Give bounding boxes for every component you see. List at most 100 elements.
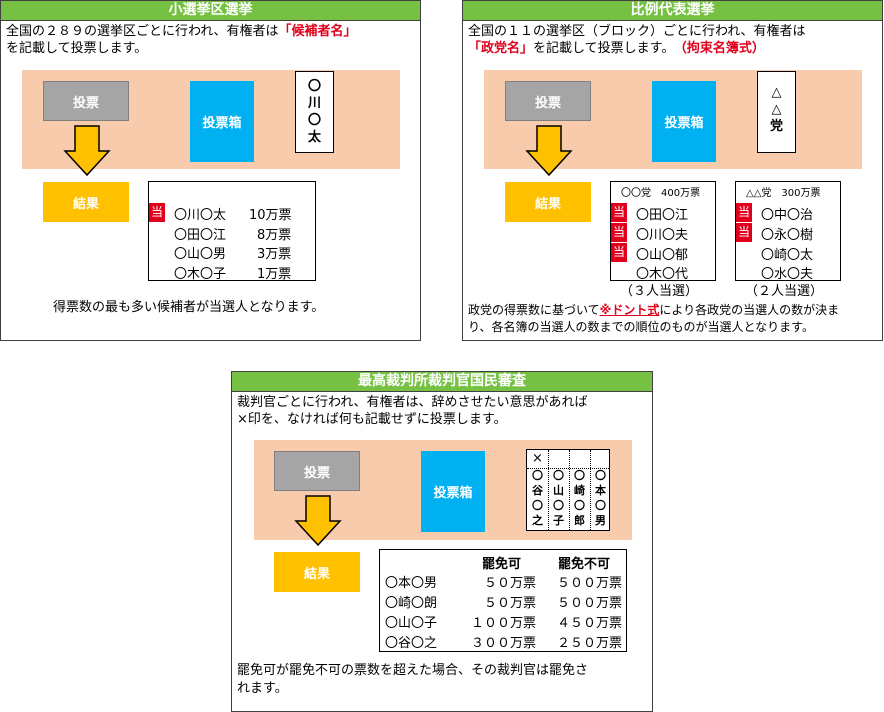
dismiss-votes: ５０万票 <box>483 576 536 591</box>
ballot-box: 投票箱 <box>421 451 485 532</box>
result-box: 結果 <box>505 182 591 222</box>
party-member: 〇崎〇太 <box>761 248 814 263</box>
single-member-footer: 得票数の最も多い候補者が当選人となります。 <box>53 300 325 315</box>
ballot-char: 郎 <box>574 514 585 527</box>
winner-badge: 当 <box>736 223 752 242</box>
result-box: 結果 <box>43 182 129 222</box>
dismiss-votes: ３００万票 <box>470 636 536 651</box>
winner-badge: 当 <box>611 243 627 262</box>
candidate-name: 〇山〇男 <box>174 247 227 262</box>
judge-name: 〇谷〇之 <box>385 636 438 651</box>
keep-votes: ５００万票 <box>556 576 622 591</box>
ballot-char: 〇 <box>553 469 564 482</box>
ballot-char: 本 <box>595 484 606 497</box>
dismiss-votes: ５０万票 <box>483 596 536 611</box>
pr-footer-line2: り、各名簿の当選人の数までの順位のものが当選人となります。 <box>468 320 814 334</box>
single-results-table: 当 〇川〇太 10万票 〇田〇江 8万票 〇山〇男 3万票 〇木〇子 1万票 <box>148 181 316 282</box>
winner-badge: 当 <box>736 203 752 222</box>
ballot-char: 党 <box>769 119 783 134</box>
ballot-char: 川 <box>307 96 321 111</box>
party-member: 〇中〇治 <box>761 208 814 223</box>
ballot-char: 〇 <box>553 499 564 512</box>
vote-box: 投票 <box>505 81 591 121</box>
ballot-column: 〇 本 〇 男 <box>590 450 611 528</box>
ballot-char: 之 <box>532 514 543 527</box>
pr-panel: 比例代表選挙 全国の１１の選挙区（ブロック）ごとに行われ、有権者は 「政党名」を… <box>462 0 883 341</box>
candidate-votes: 3万票 <box>257 247 292 262</box>
ballot-box: 投票箱 <box>190 81 254 162</box>
judge-name: 〇山〇子 <box>385 616 438 631</box>
party-results-list: △△党 300万票 当 当 〇中〇治 〇永〇樹 〇崎〇太 〇水〇夫 <box>735 181 841 282</box>
ballot-char: 〇 <box>595 469 606 482</box>
down-arrow-icon <box>63 125 111 177</box>
party-member: 〇川〇夫 <box>636 228 689 243</box>
ballot-char: 〇 <box>532 469 543 482</box>
party-header: △△党 300万票 <box>746 188 821 199</box>
pr-footer-line1: 政党の得票数に基づいて※ドント式により各政党の当選人の数が決ま <box>468 303 840 317</box>
ballot-char: 谷 <box>532 484 543 497</box>
dismiss-mark <box>569 450 590 468</box>
dismiss-mark <box>590 450 611 468</box>
ballot-char: 〇 <box>574 499 585 512</box>
single-member-title: 小選挙区選挙 <box>1 1 420 21</box>
ballot-char: 子 <box>553 514 564 527</box>
single-member-desc-line1: 全国の２８９の選挙区ごとに行われ、有権者は「候補者名」 <box>6 24 357 39</box>
party-header: 〇〇党 400万票 <box>621 188 701 199</box>
judicial-review-panel: 最高裁判所裁判官国民審査 裁判官ごとに行われ、有権者は、辞めさせたい意思があれば… <box>231 371 653 712</box>
ballot-char: 太 <box>307 130 321 145</box>
down-arrow-icon <box>525 125 573 177</box>
col-header-dismiss: 罷免可 <box>482 557 522 572</box>
candidate-name: 〇木〇子 <box>174 267 227 282</box>
party-member: 〇田〇江 <box>636 208 689 223</box>
ballot-box: 投票箱 <box>652 81 716 162</box>
pr-desc-line2: 「政党名」を記載して投票します。（拘束名簿式） <box>468 41 765 56</box>
col-header-keep: 罷免不可 <box>558 557 611 572</box>
ballot-column-divider <box>548 450 549 530</box>
candidate-votes: 10万票 <box>249 208 292 223</box>
down-arrow-icon <box>294 495 342 547</box>
judicial-review-title: 最高裁判所裁判官国民審査 <box>232 372 652 392</box>
result-box: 結果 <box>274 552 360 592</box>
candidate-ballot: 〇 川 〇 太 <box>295 71 334 153</box>
judicial-review-footer-line2: れます。 <box>237 681 288 696</box>
keep-votes: ４５０万票 <box>556 616 622 631</box>
party-member: 〇山〇郁 <box>636 248 689 263</box>
ballot-column-divider <box>590 450 591 530</box>
review-ballot: × 〇 谷 〇 之 〇 山 〇 子 〇 崎 〇 郎 〇 本 〇 男 <box>526 449 610 531</box>
ballot-column-divider <box>569 450 570 530</box>
ballot-char: 山 <box>553 484 564 497</box>
party-member: 〇永〇樹 <box>761 228 814 243</box>
party-caption: （３人当選） <box>620 284 699 299</box>
judicial-review-desc-line1: 裁判官ごとに行われ、有権者は、辞めさせたい意思があれば <box>237 395 588 410</box>
party-member: 〇木〇代 <box>636 267 689 282</box>
single-member-desc-line2: を記載して投票します。 <box>6 41 148 56</box>
ballot-char: 〇 <box>532 499 543 512</box>
pr-title: 比例代表選挙 <box>463 1 882 21</box>
single-member-panel: 小選挙区選挙 全国の２８９の選挙区ごとに行われ、有権者は「候補者名」 を記載して… <box>0 0 421 341</box>
review-results-table: 罷免可 罷免不可 〇本〇男 ５０万票 ５００万票 〇崎〇朗 ５０万票 ５００万票… <box>379 549 627 652</box>
ballot-char: 〇 <box>574 469 585 482</box>
ballot-column: × 〇 谷 〇 之 <box>527 450 548 528</box>
vote-box: 投票 <box>43 81 129 121</box>
ballot-char: 〇 <box>307 113 321 128</box>
keep-votes: ２５０万票 <box>556 636 622 651</box>
party-results-list: 〇〇党 400万票 当 当 当 〇田〇江 〇川〇夫 〇山〇郁 〇木〇代 <box>610 181 716 282</box>
ballot-char: 〇 <box>595 499 606 512</box>
candidate-votes: 1万票 <box>257 267 292 282</box>
ballot-char: 男 <box>595 514 606 527</box>
ballot-column: 〇 崎 〇 郎 <box>569 450 590 528</box>
dismiss-mark <box>548 450 569 468</box>
ballot-mark-divider <box>527 468 609 469</box>
vote-box: 投票 <box>274 451 360 491</box>
keep-votes: ５００万票 <box>556 596 622 611</box>
judicial-review-footer-line1: 罷免可が罷免不可の票数を超えた場合、その裁判官は罷免さ <box>237 663 589 678</box>
dismiss-mark: × <box>532 451 543 466</box>
judge-name: 〇本〇男 <box>385 576 438 591</box>
ballot-char: △ <box>771 85 782 100</box>
dismiss-votes: １００万票 <box>470 616 536 631</box>
candidate-votes: 8万票 <box>257 228 292 243</box>
ballot-column: 〇 山 〇 子 <box>548 450 569 528</box>
candidate-name: 〇川〇太 <box>174 208 227 223</box>
judge-name: 〇崎〇朗 <box>385 596 438 611</box>
ballot-char: 崎 <box>574 484 585 497</box>
